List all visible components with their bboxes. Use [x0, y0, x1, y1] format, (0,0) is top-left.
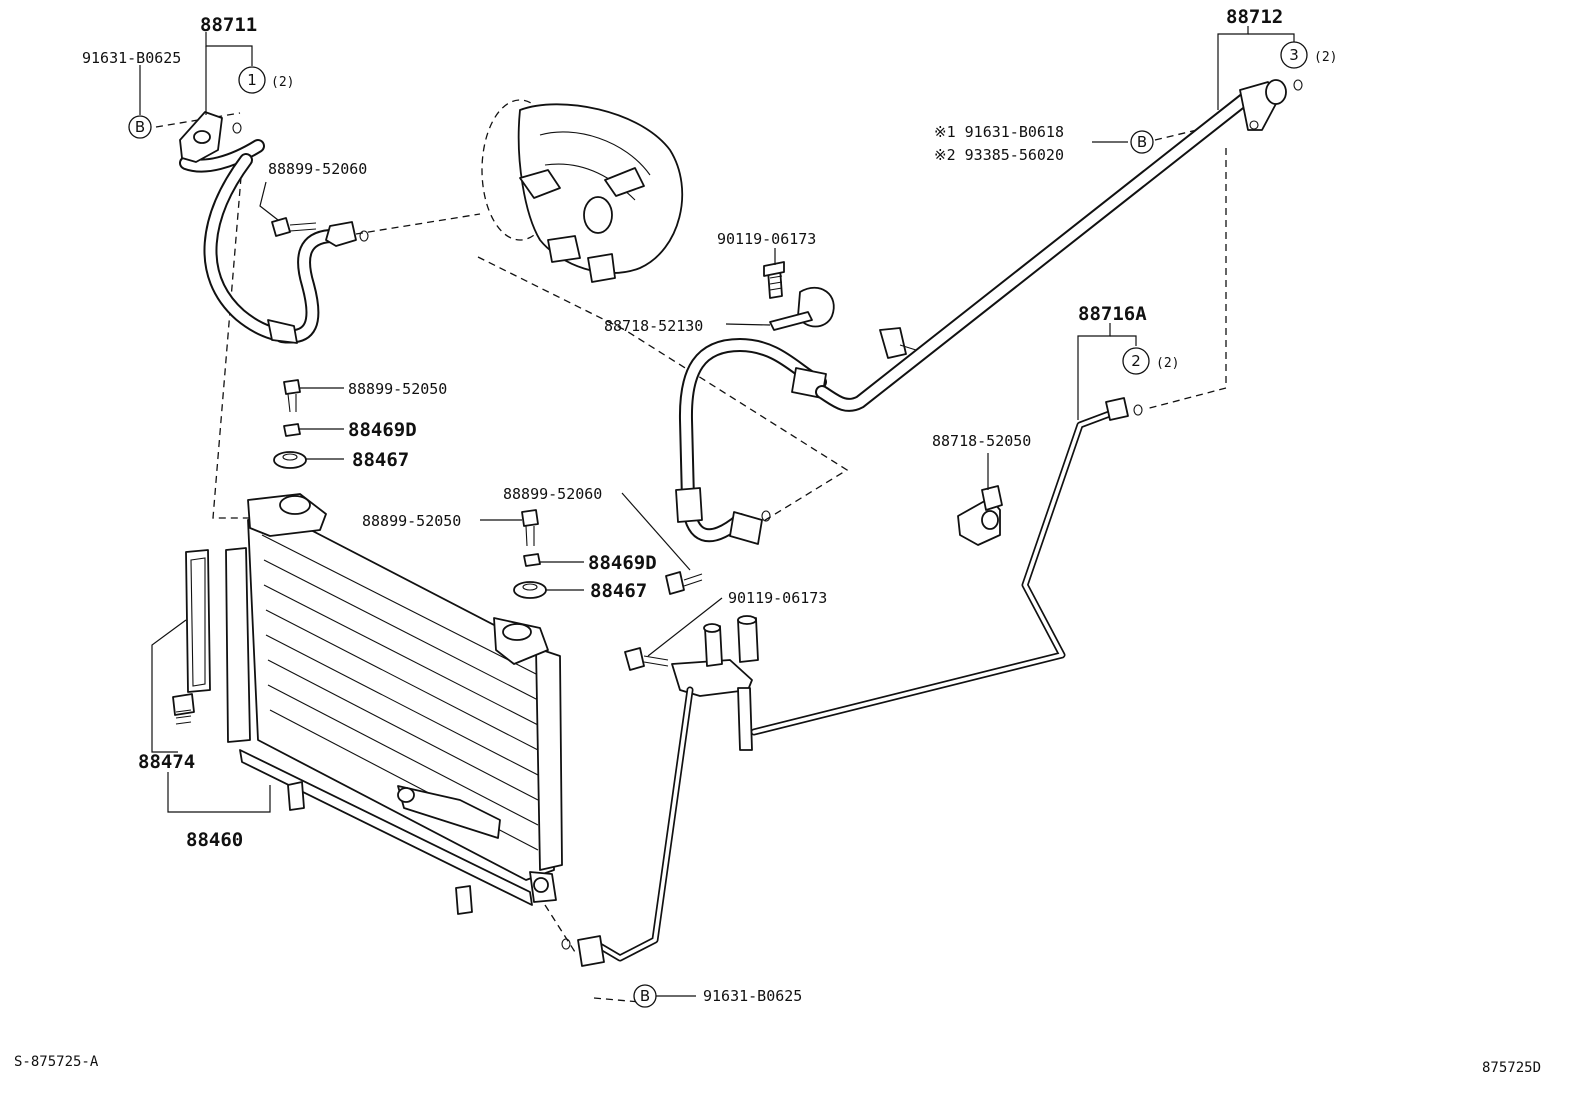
label-90119-06173-top: 90119-06173 [717, 230, 816, 248]
label-88712: 88712 [1226, 6, 1283, 28]
callout-b-bottom-letter: B [640, 987, 650, 1005]
leader-lines [139, 26, 1295, 997]
callout-b-right: B [1130, 130, 1154, 154]
callout-3-number: 3 [1289, 46, 1299, 64]
label-88718-52050: 88718-52050 [932, 432, 1031, 450]
label-91631-b0625-top: 91631-B0625 [82, 49, 181, 67]
condenser-88460 [225, 493, 563, 915]
callout-3-qty: (2) [1314, 50, 1337, 65]
label-93385-56020: ※2 93385-56020 [934, 146, 1064, 164]
label-91631-b0625-bottom: 91631-B0625 [703, 987, 802, 1005]
callout-b-bottom: B [633, 984, 657, 1008]
discharge-hose-88711 [179, 111, 369, 344]
label-88467-left: 88467 [352, 449, 409, 471]
label-88711: 88711 [200, 14, 257, 36]
hardware-mid-stack [513, 509, 703, 599]
label-88460: 88460 [186, 829, 243, 851]
clamp-bracket-88718-52050 [957, 485, 1003, 546]
block-fitting [561, 615, 759, 967]
hardware-left-stack [273, 379, 307, 469]
label-90119-06173-mid: 90119-06173 [728, 589, 827, 607]
label-88899-52050-left: 88899-52050 [348, 380, 447, 398]
liquid-tube-88716A [750, 397, 1143, 736]
label-88899-52060-top: 88899-52060 [268, 160, 367, 178]
label-88899-52060-mid: 88899-52060 [503, 485, 602, 503]
diagram-code-left: S-875725-A [14, 1054, 99, 1070]
callout-b-top: B [128, 115, 152, 139]
callout-1-number: 1 [247, 71, 257, 89]
label-88718-52130: 88718-52130 [604, 317, 703, 335]
clamp-bracket-88718-52130 [763, 261, 835, 331]
callout-1-qty: (2) [271, 75, 294, 90]
ac-compressor [481, 99, 684, 283]
label-88716a: 88716A [1078, 303, 1147, 325]
label-88469d-left: 88469D [348, 419, 417, 441]
suction-pipe-88712 [815, 79, 1303, 412]
label-88469d-mid: 88469D [588, 552, 657, 574]
label-88467-mid: 88467 [590, 580, 647, 602]
callout-1: 1 (2) [238, 66, 294, 94]
receiver-dryer-88474 [172, 549, 211, 725]
callout-2: 2 (2) [1122, 347, 1179, 375]
suction-hose [675, 338, 827, 545]
callout-2-number: 2 [1131, 352, 1141, 370]
label-91631-b0618: ※1 91631-B0618 [934, 123, 1064, 141]
callout-2-qty: (2) [1156, 356, 1179, 371]
label-88899-52050-mid: 88899-52050 [362, 512, 461, 530]
callout-b-top-letter: B [135, 118, 145, 136]
callout-3: 3 (2) [1280, 41, 1337, 69]
callout-b-right-letter: B [1137, 133, 1147, 151]
part-labels: 88711 91631-B0625 88899-52060 88712 ※1 9… [82, 6, 1283, 1005]
label-88474: 88474 [138, 751, 195, 773]
diagram-code-right: 875725D [1482, 1060, 1541, 1076]
